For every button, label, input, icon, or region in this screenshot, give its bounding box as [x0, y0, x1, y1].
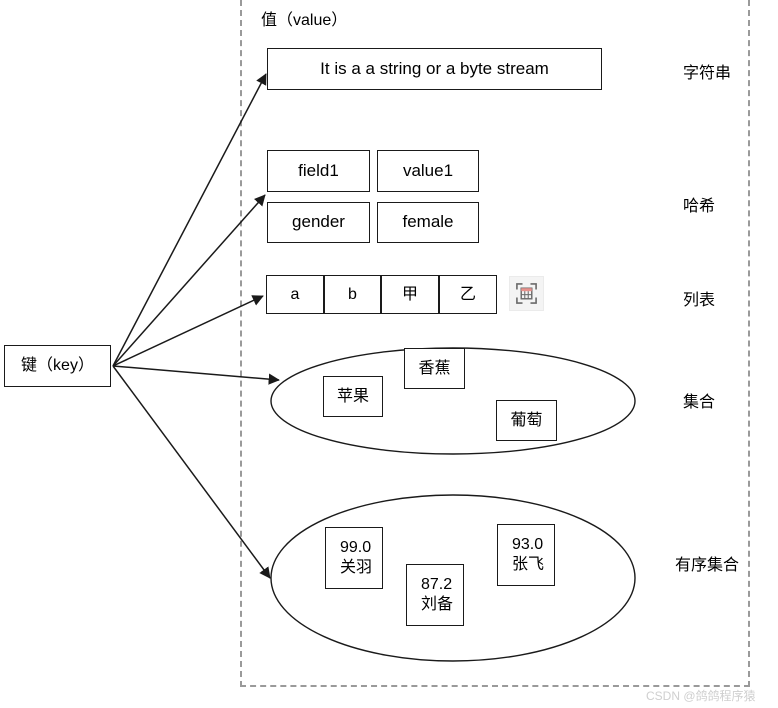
hash-value-1: value1 — [377, 150, 479, 192]
type-label-list: 列表 — [683, 292, 716, 309]
hash-field-1: field1 — [267, 150, 370, 192]
type-label-hash: 哈希 — [683, 198, 716, 215]
table-capture-icon[interactable] — [510, 277, 543, 310]
list-cell-0: a — [266, 275, 324, 314]
key-node: 键（key） — [4, 345, 111, 387]
string-value-box: It is a a string or a byte stream — [267, 48, 602, 90]
table-capture-glyph — [516, 283, 537, 304]
hash-field-2: gender — [267, 202, 370, 243]
zset-name-1: 刘备 — [420, 596, 453, 613]
watermark: CSDN @鸽鸽程序猿 — [646, 689, 756, 703]
zset-name-0: 关羽 — [339, 559, 372, 576]
type-label-string: 字符串 — [683, 65, 732, 82]
set-member-0: 苹果 — [323, 376, 383, 417]
zset-ellipse — [270, 494, 636, 662]
zset-score-0: 99.0 — [339, 539, 372, 557]
type-label-zset: 有序集合 — [675, 557, 740, 574]
zset-member-0: 99.0 关羽 — [325, 527, 383, 589]
list-cell-1: b — [324, 275, 381, 314]
set-member-1: 香蕉 — [404, 348, 465, 389]
list-cell-2: 甲 — [381, 275, 439, 314]
zset-name-2: 张飞 — [511, 556, 544, 573]
zset-score-1: 87.2 — [420, 576, 453, 594]
type-label-set: 集合 — [683, 394, 716, 411]
hash-value-2: female — [377, 202, 479, 243]
zset-member-1: 87.2 刘备 — [406, 564, 464, 626]
zset-member-2: 93.0 张飞 — [497, 524, 555, 586]
set-member-2: 葡萄 — [496, 400, 557, 441]
zset-score-2: 93.0 — [511, 536, 544, 554]
list-cell-3: 乙 — [439, 275, 497, 314]
value-region-title: 值（value） — [261, 12, 348, 29]
